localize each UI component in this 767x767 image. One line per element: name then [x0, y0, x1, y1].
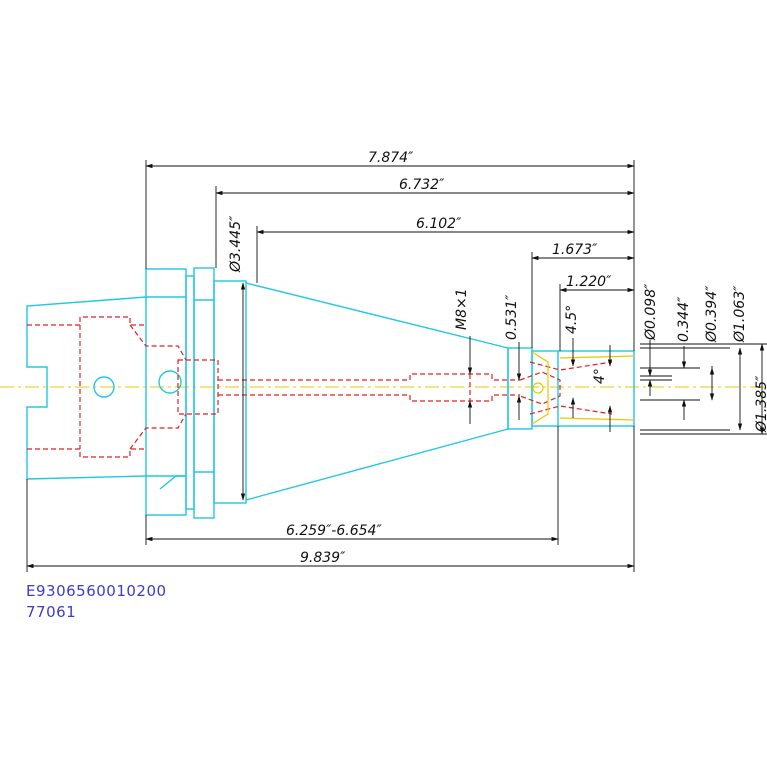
dim-dia-1385: Ø1.385″: [754, 375, 767, 433]
dim-0531: 0.531″: [504, 294, 520, 340]
part-number: 77061: [26, 603, 77, 621]
collet-accents: [531, 351, 635, 425]
dim-overall-bottom: 9.839″: [300, 550, 346, 566]
dim-range: 6.259″-6.654″: [286, 523, 382, 539]
dim-dia-1063: Ø1.063″: [732, 285, 748, 343]
dim-1673: 1.673″: [552, 242, 598, 258]
dim-dia-0098: Ø0.098″: [643, 283, 659, 341]
dim-angle-4: 4°: [592, 368, 608, 384]
dim-thread: M8×1: [454, 288, 470, 330]
dim-6732: 6.732″: [399, 177, 445, 193]
dim-overall-top: 7.874″: [368, 150, 414, 166]
dimension-lines: [26, 160, 767, 572]
dim-angle-45: 4.5°: [564, 305, 580, 334]
dim-6102: 6.102″: [416, 216, 462, 232]
hidden-lines: [27, 316, 613, 458]
dim-0344: 0.344″: [676, 296, 692, 342]
dim-dia-0394: Ø0.394″: [704, 285, 720, 343]
dim-1220: 1.220″: [566, 274, 612, 290]
tool-outline: [26, 267, 635, 519]
dim-dia-3445: Ø3.445″: [228, 215, 244, 273]
part-code: E9306560010200: [26, 582, 167, 600]
